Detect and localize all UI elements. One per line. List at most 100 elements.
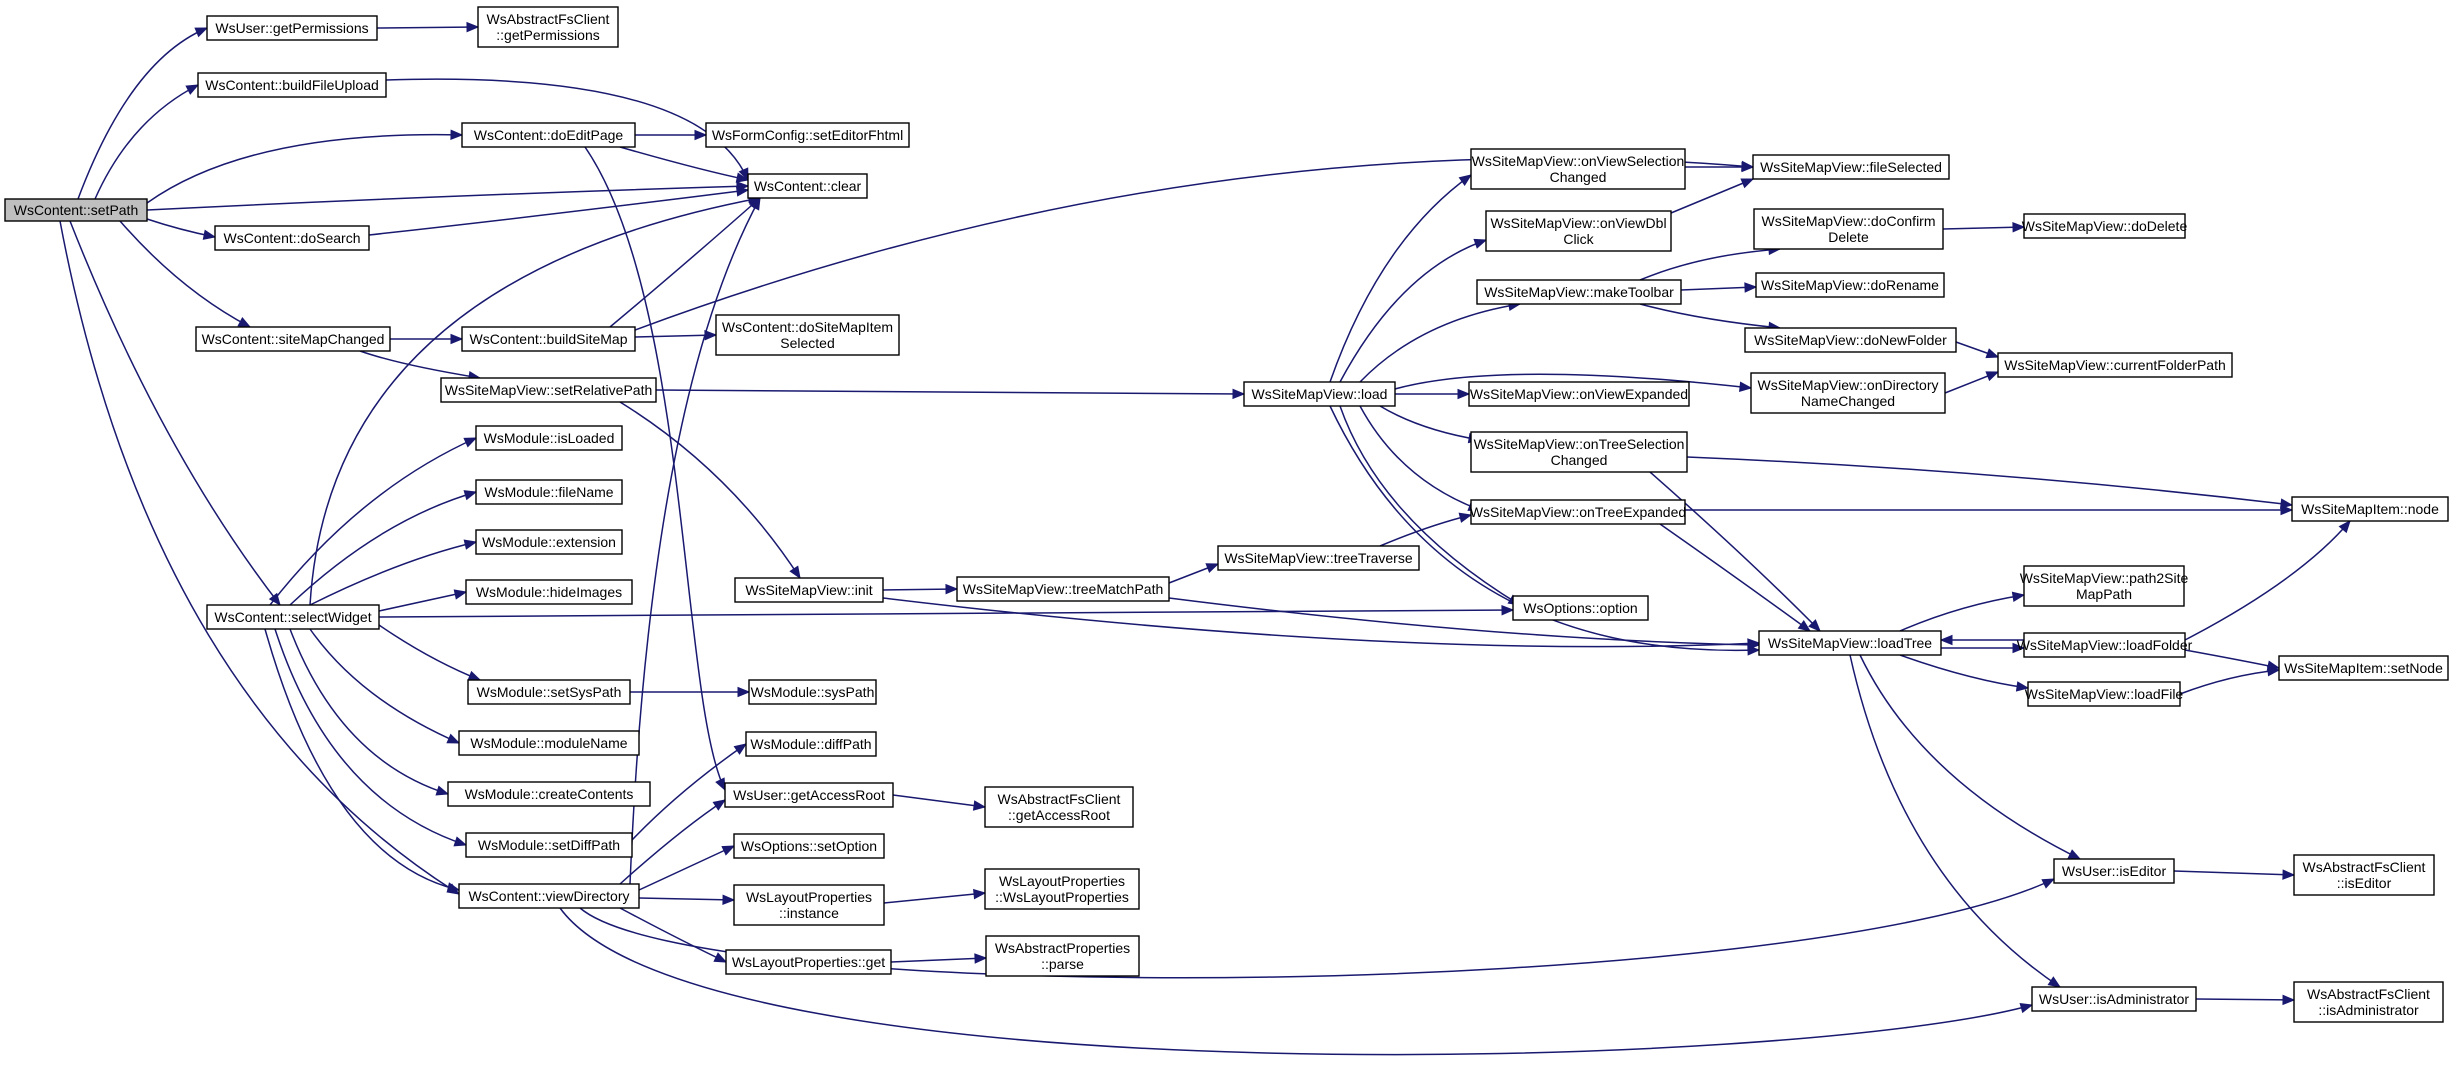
node-abs-get-access-root[interactable]: WsAbstractFsClient::getAccessRoot — [984, 786, 1134, 828]
node-ap-parse[interactable]: WsAbstractProperties::parse — [985, 935, 1140, 977]
node-load-tree[interactable]: WsSiteMapView::loadTree — [1758, 630, 1942, 656]
node-load-file[interactable]: WsSiteMapView::loadFile — [2025, 681, 2184, 707]
node-label: WsSiteMapView::onViewDbl — [1490, 215, 1666, 231]
node-label: ::getPermissions — [496, 27, 599, 43]
node-extension[interactable]: WsModule::extension — [475, 529, 623, 555]
node-build-site-map[interactable]: WsContent::buildSiteMap — [461, 326, 636, 352]
edge-make-toolbar-to-do-rename — [1680, 282, 1758, 293]
edge-select-widget-to-option — [378, 604, 1515, 618]
arrowhead-icon — [735, 172, 750, 183]
node-abs-is-administrator[interactable]: WsAbstractFsClient::isAdministrator — [2293, 981, 2444, 1023]
node-lp-instance[interactable]: WsLayoutProperties::instance — [733, 884, 885, 926]
edge-set-path-to-view-directory — [59, 220, 461, 895]
node-label: WsAbstractFsClient — [2303, 859, 2426, 875]
edge-is-administrator-to-abs-is-administrator — [2195, 994, 2296, 1006]
node-site-map-changed[interactable]: WsContent::siteMapChanged — [195, 326, 391, 352]
arrowhead-icon — [1939, 634, 1953, 646]
edge-do-new-folder-to-current-folder-path — [1955, 341, 2000, 359]
node-tree-match-path[interactable]: WsSiteMapView::treeMatchPath — [956, 576, 1170, 602]
edge-get-access-root-to-abs-get-access-root — [892, 794, 987, 811]
node-get-permissions[interactable]: WsUser::getPermissions — [206, 15, 378, 41]
node-tree-traverse[interactable]: WsSiteMapView::treeTraverse — [1217, 545, 1420, 571]
arrowhead-icon — [722, 894, 736, 906]
node-set-editor-fhtml[interactable]: WsFormConfig::setEditorFhtml — [705, 122, 910, 148]
node-label: WsSiteMapView::onViewExpanded — [1470, 386, 1688, 402]
edge-smv-load-to-make-toolbar — [1359, 300, 1522, 383]
arrowhead-icon — [1473, 238, 1488, 249]
node-is-administrator[interactable]: WsUser::isAdministrator — [2031, 986, 2197, 1012]
node-set-diff-path[interactable]: WsModule::setDiffPath — [465, 832, 633, 858]
node-option[interactable]: WsOptions::option — [1512, 595, 1649, 621]
node-set-sys-path[interactable]: WsModule::setSysPath — [467, 679, 631, 705]
node-current-folder-path[interactable]: WsSiteMapView::currentFolderPath — [1997, 352, 2233, 378]
node-on-tree-expanded[interactable]: WsSiteMapView::onTreeExpanded — [1470, 499, 1686, 525]
arrowhead-icon — [1747, 645, 1761, 656]
node-select-widget[interactable]: WsContent::selectWidget — [206, 604, 380, 630]
edge-set-relative-path-to-smv-load — [655, 388, 1246, 400]
node-lp-ctor[interactable]: WsLayoutProperties::WsLayoutProperties — [984, 868, 1140, 910]
edge-load-tree-to-load-folder — [1941, 642, 2026, 654]
node-is-editor[interactable]: WsUser::isEditor — [2053, 858, 2175, 884]
node-box — [1470, 431, 1688, 473]
edge-view-directory-to-lp-get — [619, 907, 728, 963]
node-view-directory[interactable]: WsContent::viewDirectory — [458, 883, 640, 909]
node-do-new-folder[interactable]: WsSiteMapView::doNewFolder — [1744, 327, 1957, 353]
node-abs-get-permissions[interactable]: WsAbstractFsClient::getPermissions — [477, 6, 619, 48]
node-is-loaded[interactable]: WsModule::isLoaded — [475, 425, 623, 451]
node-box — [1758, 630, 1942, 656]
edge-tree-match-path-to-load-tree — [1168, 597, 1761, 651]
edge-on-view-dbl-click-to-file-selected — [1670, 178, 1755, 214]
node-set-relative-path[interactable]: WsSiteMapView::setRelativePath — [440, 377, 657, 403]
node-box — [1753, 208, 1944, 250]
node-do-delete[interactable]: WsSiteMapView::doDelete — [2022, 213, 2188, 239]
edge-on-tree-expanded-to-load-tree — [1659, 523, 1812, 632]
node-module-name[interactable]: WsModule::moduleName — [458, 730, 640, 756]
edge-lp-instance-to-lp-ctor — [883, 888, 987, 904]
node-load-folder[interactable]: WsSiteMapView::loadFolder — [2017, 632, 2193, 658]
node-hide-images[interactable]: WsModule::hideImages — [465, 579, 633, 605]
node-smv-init[interactable]: WsSiteMapView::init — [734, 577, 884, 603]
node-box — [725, 949, 892, 975]
node-file-selected[interactable]: WsSiteMapView::fileSelected — [1752, 154, 1950, 180]
node-smi-node[interactable]: WsSiteMapItem::node — [2291, 496, 2449, 522]
node-get-access-root[interactable]: WsUser::getAccessRoot — [724, 782, 894, 808]
node-label: WsModule::setDiffPath — [478, 837, 620, 853]
node-box — [2293, 854, 2435, 896]
node-file-name[interactable]: WsModule::fileName — [475, 479, 623, 505]
node-on-view-expanded[interactable]: WsSiteMapView::onViewExpanded — [1468, 381, 1690, 407]
node-clear[interactable]: WsContent::clear — [747, 173, 868, 199]
node-smi-set-node[interactable]: WsSiteMapItem::setNode — [2278, 655, 2449, 681]
node-do-rename[interactable]: WsSiteMapView::doRename — [1755, 272, 1945, 298]
node-do-edit-page[interactable]: WsContent::doEditPage — [461, 122, 636, 148]
node-create-contents[interactable]: WsModule::createContents — [447, 781, 651, 807]
node-make-toolbar[interactable]: WsSiteMapView::makeToolbar — [1476, 279, 1682, 305]
node-label: WsAbstractFsClient — [998, 791, 1121, 807]
edge-do-edit-page-to-set-editor-fhtml — [635, 129, 708, 141]
node-label: WsSiteMapView::path2Site — [2020, 570, 2189, 586]
node-label: WsContent::doSearch — [224, 230, 361, 246]
node-build-file-upload[interactable]: WsContent::buildFileUpload — [197, 72, 387, 98]
node-label: Changed — [1551, 452, 1608, 468]
node-do-search[interactable]: WsContent::doSearch — [214, 225, 370, 251]
node-diff-path[interactable]: WsModule::diffPath — [745, 731, 877, 757]
edge-smv-load-to-on-tree-expanded — [1359, 405, 1482, 511]
node-set-path[interactable]: WsContent::setPath — [4, 198, 148, 222]
node-label: WsContent::buildSiteMap — [470, 331, 628, 347]
node-lp-get[interactable]: WsLayoutProperties::get — [725, 949, 892, 975]
node-smv-load[interactable]: WsSiteMapView::load — [1243, 381, 1396, 407]
edge-set-path-to-get-permissions — [77, 27, 209, 200]
node-label: ::instance — [779, 905, 839, 921]
node-label: WsModule::sysPath — [751, 684, 875, 700]
node-label: WsModule::setSysPath — [477, 684, 622, 700]
node-sys-path[interactable]: WsModule::sysPath — [748, 679, 877, 705]
node-set-option[interactable]: WsOptions::setOption — [733, 833, 885, 859]
node-label: Delete — [1828, 229, 1869, 245]
node-abs-is-editor[interactable]: WsAbstractFsClient::isEditor — [2293, 854, 2435, 896]
